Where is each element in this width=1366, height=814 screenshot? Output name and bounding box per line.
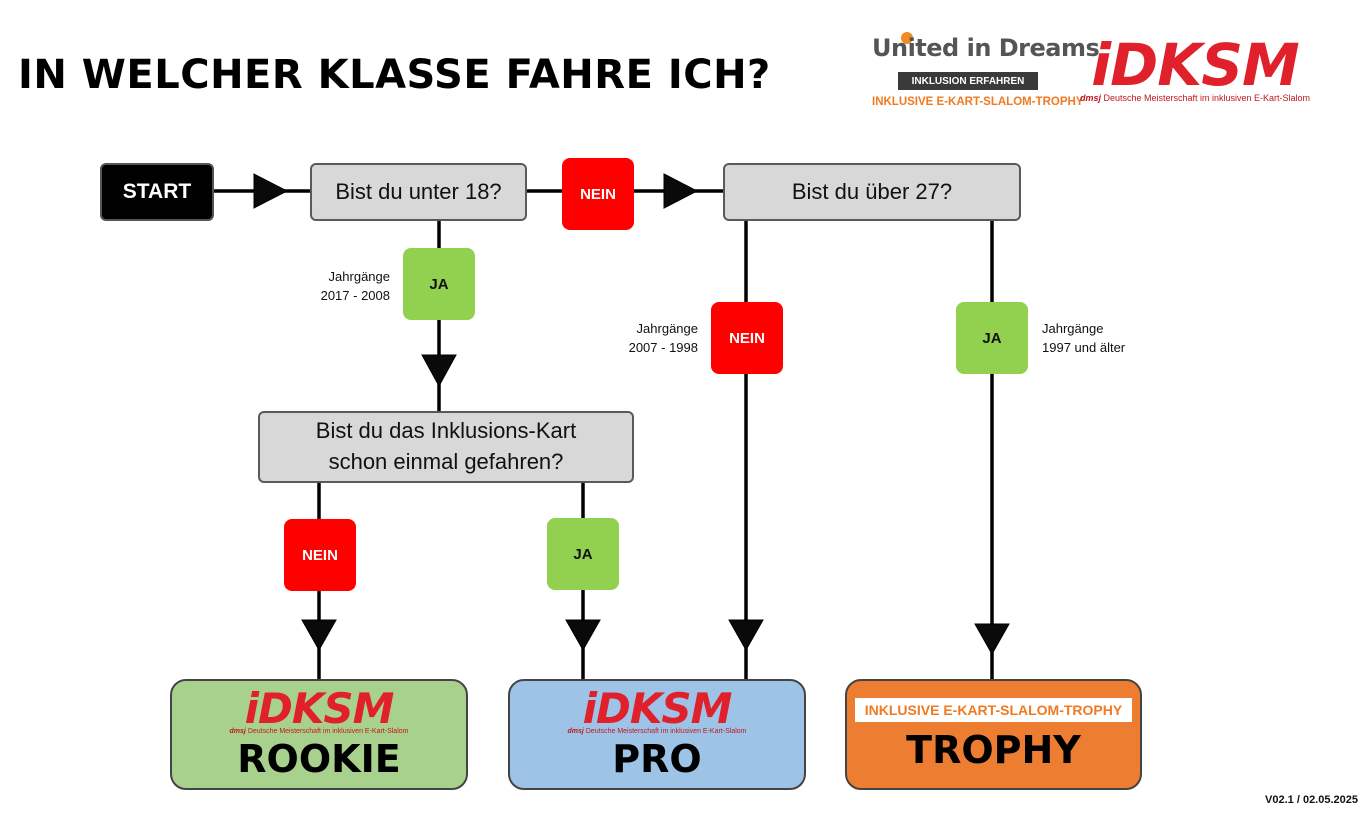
badge-over-27-ja: JA: [956, 302, 1028, 374]
idksm-logo-subtitle: dmsj Deutsche Meisterschaft im inklusive…: [1079, 93, 1311, 103]
idksm-logo-header: iDKSM dmsj Deutsche Meisterschaft im ink…: [1079, 31, 1311, 106]
badge-under-18-ja: JA: [403, 248, 475, 320]
result-trophy-label: TROPHY: [906, 727, 1081, 772]
result-pro: iDKSM dmsj Deutsche Meisterschaft im ink…: [508, 679, 806, 790]
arrow-right-q2: [663, 173, 699, 209]
arrow-right-start: [253, 173, 289, 209]
result-rookie: iDKSM dmsj Deutsche Meisterschaft im ink…: [170, 679, 468, 790]
page-title: IN WELCHER KLASSE FAHRE ICH?: [18, 52, 771, 98]
note-over-27-years: Jahrgänge 1997 und älter: [1042, 321, 1126, 355]
trophy-banner: INKLUSIVE E-KART-SLALOM-TROPHY: [854, 697, 1133, 722]
uid-logo-trophy: INKLUSIVE E-KART-SLALOM-TROPHY: [872, 96, 1084, 108]
kart-driver-icon: [901, 32, 913, 44]
question-kart-experience: Bist du das Inklusions-Kart schon einmal…: [258, 411, 634, 483]
question-under-18: Bist du unter 18?: [310, 163, 527, 221]
result-trophy: INKLUSIVE E-KART-SLALOM-TROPHY TROPHY: [845, 679, 1142, 790]
start-node: START: [100, 163, 214, 221]
united-in-dreams-logo: United in Dreams INKLUSION ERFAHREN INKL…: [870, 30, 1100, 120]
result-pro-label: PRO: [612, 736, 702, 781]
badge-kart-nein: NEIN: [284, 519, 356, 591]
badge-kart-ja: JA: [547, 518, 619, 590]
question-over-27: Bist du über 27?: [723, 163, 1021, 221]
arrow-down-pro-left: [565, 619, 601, 652]
result-rookie-label: ROOKIE: [237, 736, 401, 781]
version-footer: V02.1 / 02.05.2025: [1265, 794, 1358, 806]
arrow-down-trophy: [974, 623, 1010, 656]
idksm-logo-pro: iDKSM dmsj Deutsche Meisterschaft im ink…: [567, 683, 747, 735]
arrow-down-q3: [421, 354, 457, 388]
note-under-18-years: Jahrgänge 2017 - 2008: [320, 269, 390, 303]
arrow-down-pro-right: [728, 619, 764, 652]
badge-over-27-nein: NEIN: [711, 302, 783, 374]
arrow-down-rookie: [301, 619, 337, 652]
idksm-logo-word: iDKSM: [1091, 31, 1299, 99]
uid-logo-banner: INKLUSION ERFAHREN: [898, 72, 1038, 90]
uid-logo-title: United in Dreams: [872, 34, 1100, 62]
note-middle-years: Jahrgänge 2007 - 1998: [628, 321, 698, 355]
idksm-logo-rookie: iDKSM dmsj Deutsche Meisterschaft im ink…: [229, 683, 409, 735]
badge-under-18-nein: NEIN: [562, 158, 634, 230]
